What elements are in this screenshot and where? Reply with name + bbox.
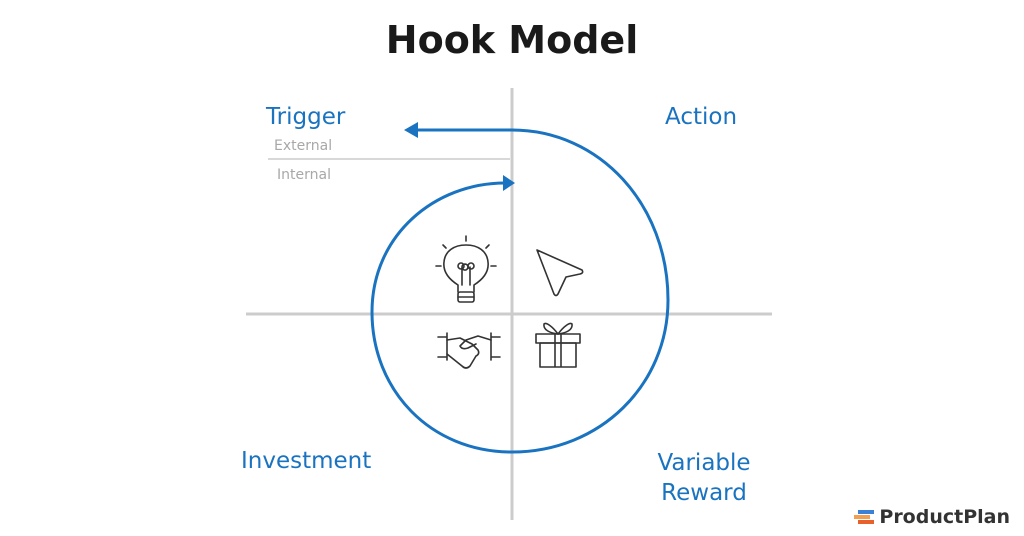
productplan-logo: ProductPlan <box>854 506 1010 528</box>
diagram-title: Hook Model <box>385 18 639 62</box>
productplan-logo-icon <box>854 510 875 524</box>
variable-reward-line2: Reward <box>661 480 747 506</box>
lightbulb-icon <box>435 235 497 303</box>
brand-name: ProductPlan <box>879 506 1010 528</box>
arrow-head-right-icon <box>503 175 515 191</box>
axes <box>246 88 772 520</box>
gift-icon <box>535 322 581 368</box>
cycle-arrow <box>370 128 670 454</box>
trigger-label: Trigger <box>266 104 346 130</box>
variable-reward-line1: Variable <box>657 450 751 476</box>
action-label: Action <box>665 104 738 130</box>
trigger-external: External <box>274 138 333 154</box>
handshake-icon <box>437 332 501 369</box>
cursor-arrow-icon <box>536 249 584 297</box>
variable-reward-label: Variable Reward <box>656 448 752 508</box>
trigger-internal: Internal <box>277 167 331 183</box>
arrow-head-left-icon <box>404 122 418 138</box>
investment-label: Investment <box>241 448 372 474</box>
